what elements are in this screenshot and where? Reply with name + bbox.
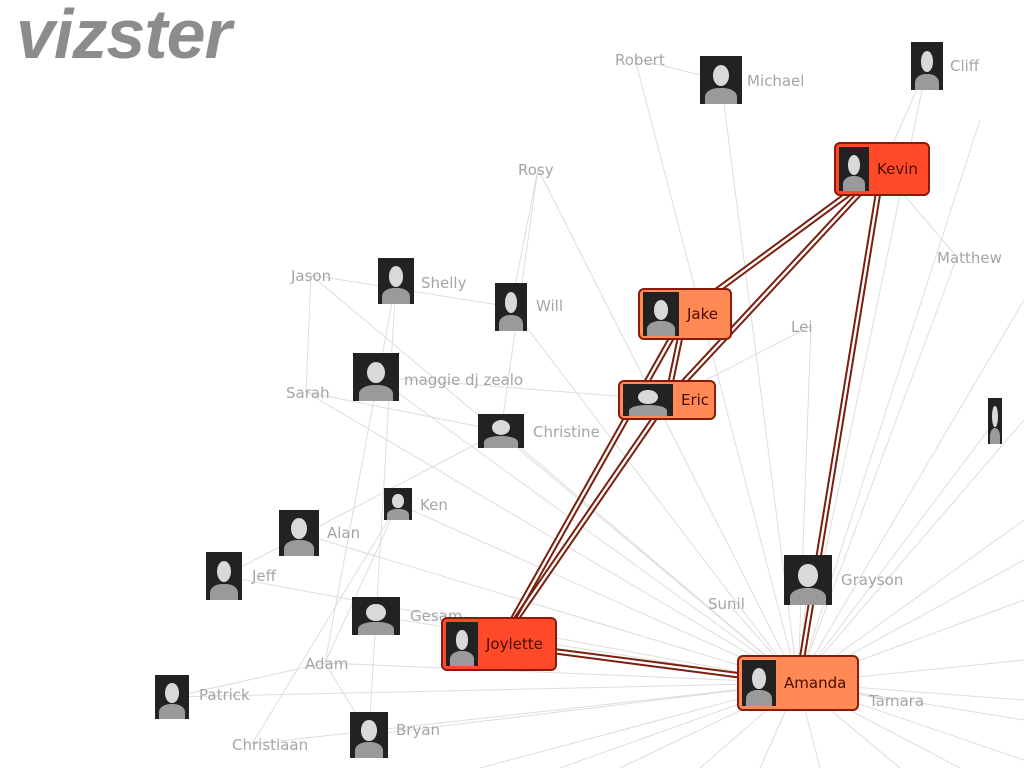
edge-ken-amanda <box>397 503 799 684</box>
highlighted-amanda-photo <box>742 660 776 706</box>
person-label-christine: Christine <box>533 423 600 441</box>
person-label-rosy: Rosy <box>518 161 554 179</box>
edge-lei-amanda <box>797 325 812 684</box>
person-label-robert: Robert <box>615 51 665 69</box>
edge-matthew-amanda <box>797 256 958 684</box>
edge-alan-amanda <box>298 532 799 684</box>
edge-shelly-adam <box>324 280 397 664</box>
app-logo: vizster <box>16 0 232 73</box>
highlight-edge-eric-joylette-1 <box>499 400 670 646</box>
edge-will-amanda <box>510 306 799 684</box>
person-grayson-photo <box>784 555 832 605</box>
person-gesam-photo <box>352 597 400 635</box>
person-label-bryan: Bryan <box>396 721 441 739</box>
person-label-matthew: Matthew <box>937 249 1002 267</box>
person-label-christiaan: Christiaan <box>232 736 309 754</box>
person-label-grayson: Grayson <box>841 571 904 589</box>
edge-adam-amanda <box>324 662 799 684</box>
highlighted-label-amanda: Amanda <box>784 674 847 692</box>
person-ken-photo <box>384 488 412 520</box>
edge-sarah-christine <box>305 391 502 432</box>
person-label-sunil: Sunil <box>708 595 745 613</box>
person-label-tamara: Tamara <box>869 692 925 710</box>
highlighted-label-joylette: Joylette <box>486 635 543 653</box>
highlighted-node-kevin[interactable]: Kevin <box>834 142 930 196</box>
person-edge_person-photo <box>988 398 1002 444</box>
person-label-patrick: Patrick <box>199 686 250 704</box>
edge-edge_person-amanda <box>797 420 996 684</box>
person-label-lei: Lei <box>791 318 813 336</box>
person-jeff-photo <box>206 552 242 600</box>
person-will-photo <box>495 283 527 331</box>
highlighted-node-eric[interactable]: Eric <box>618 380 716 420</box>
edge-robert-amanda <box>634 58 799 684</box>
person-michael-photo <box>700 56 742 104</box>
highlight-edge-jake-joylette-0 <box>496 312 684 644</box>
highlighted-eric-photo <box>623 384 673 416</box>
edge-christiaan-amanda <box>251 682 799 745</box>
edge-amanda-offscreen-2 <box>797 419 1024 684</box>
edge-christine-amanda <box>500 430 799 684</box>
person-alan-photo <box>279 510 319 556</box>
person-maggie-photo <box>353 353 399 401</box>
person-label-jeff: Jeff <box>252 567 276 585</box>
edge-rosy-amanda <box>537 168 799 684</box>
person-bryan-photo <box>350 712 388 758</box>
edge-ken-christiaan <box>251 503 399 745</box>
highlight-edge-jake-joylette-1 <box>500 314 688 646</box>
highlighted-label-eric: Eric <box>681 391 710 409</box>
person-label-alan: Alan <box>327 524 361 542</box>
highlighted-joylette-photo <box>446 622 478 666</box>
edge-ken-adam <box>324 503 399 664</box>
edge-maggie-amanda <box>375 376 799 684</box>
highlight-edge-eric-joylette-0 <box>496 398 667 644</box>
edge-amanda-offscreen-1 <box>797 299 1024 684</box>
highlight-edge-kevin-eric-1 <box>667 169 885 403</box>
person-christine-photo <box>478 414 524 448</box>
person-label-cliff: Cliff <box>950 57 980 75</box>
highlighted-label-jake: Jake <box>687 305 718 323</box>
edge-jason-sarah <box>305 274 312 393</box>
edge-sarah-amanda <box>305 391 799 684</box>
person-patrick-photo <box>155 675 189 719</box>
person-label-adam: Adam <box>305 655 349 673</box>
highlighted-node-amanda[interactable]: Amanda <box>737 655 859 711</box>
person-label-ken: Ken <box>420 496 448 514</box>
highlighted-label-kevin: Kevin <box>877 160 918 178</box>
person-label-jason: Jason <box>291 267 332 285</box>
edge-patrick-amanda <box>171 682 799 698</box>
highlighted-node-joylette[interactable]: Joylette <box>441 617 557 671</box>
highlighted-jake-photo <box>643 292 679 336</box>
highlighted-node-jake[interactable]: Jake <box>638 288 732 340</box>
person-shelly-photo <box>378 258 414 304</box>
person-label-sarah: Sarah <box>286 384 330 402</box>
edge-christine-jeff <box>223 430 502 577</box>
person-label-shelly: Shelly <box>421 274 467 292</box>
highlighted-kevin-photo <box>839 147 869 191</box>
edge-patrick-adam <box>171 662 326 698</box>
person-cliff-photo <box>911 42 943 90</box>
person-label-maggie: maggie dj zealo <box>404 371 524 389</box>
highlight-edge-kevin-eric-0 <box>664 166 882 400</box>
edge-bryan-amanda <box>368 682 799 736</box>
person-label-michael: Michael <box>747 72 805 90</box>
person-label-will: Will <box>536 297 564 315</box>
